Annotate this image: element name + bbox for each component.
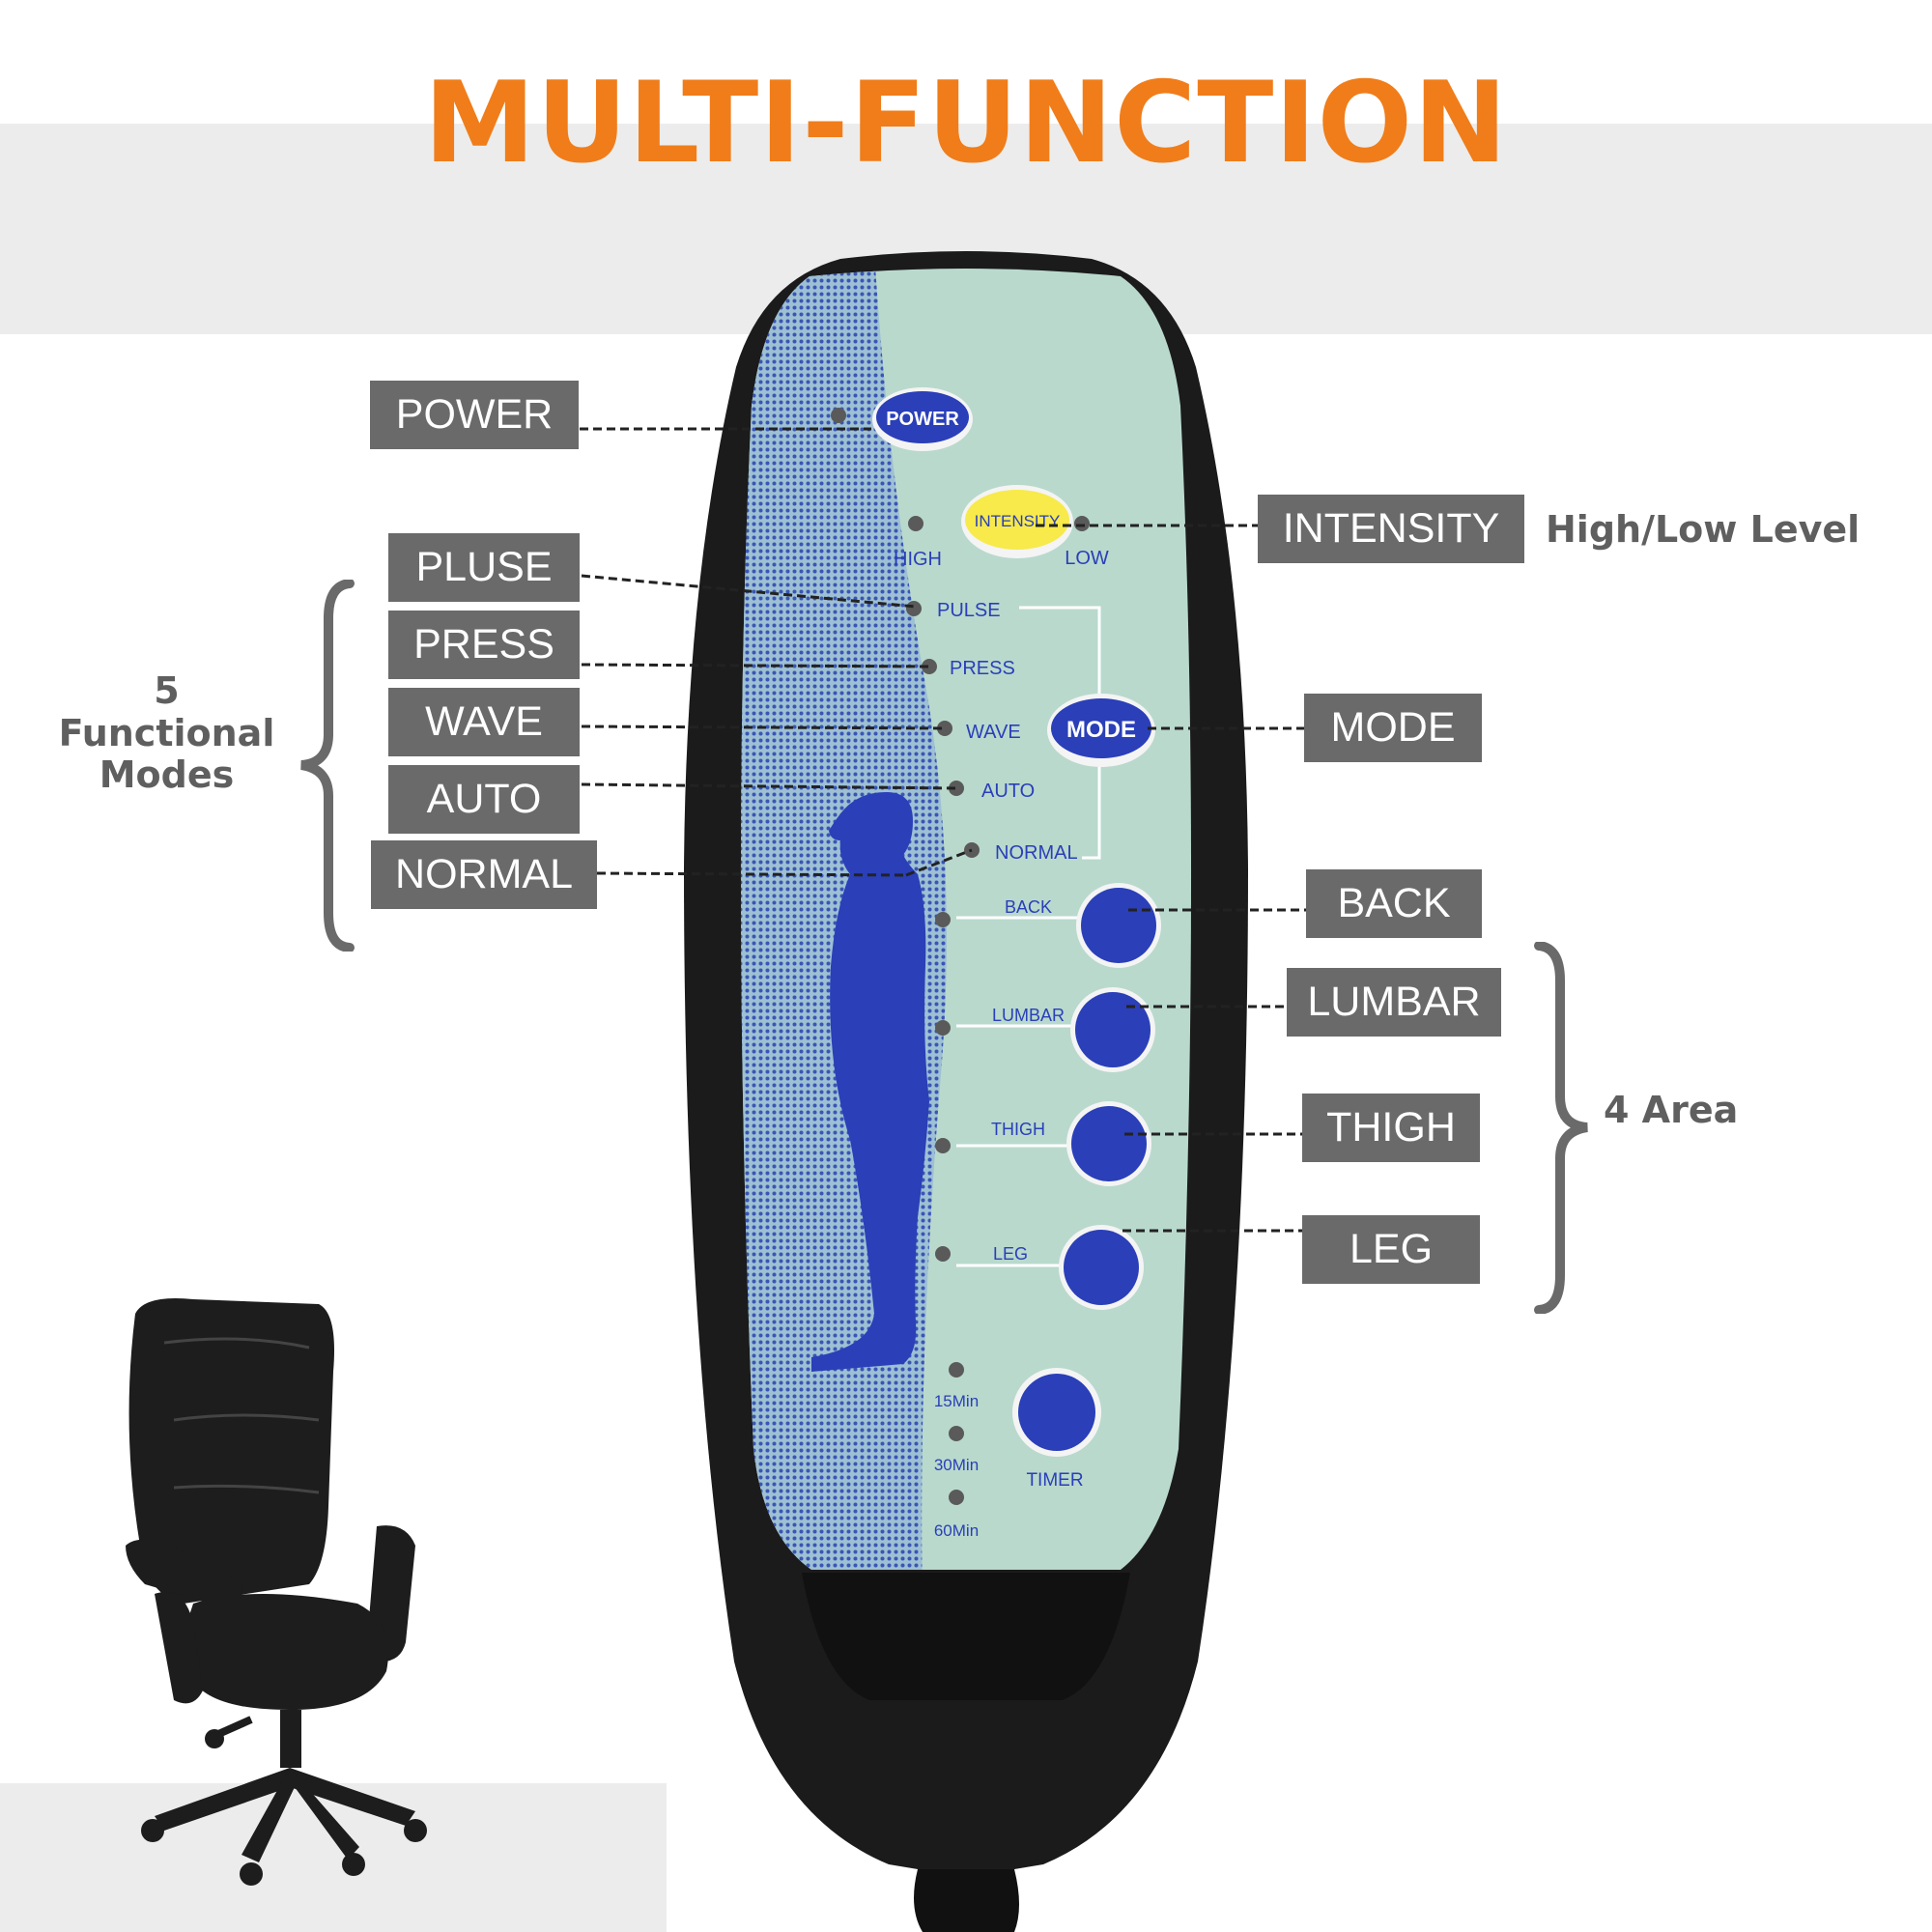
modes-note-number: 5 — [154, 669, 180, 712]
label-power: POWER — [370, 381, 579, 449]
left-brace — [300, 580, 355, 952]
label-normal: NORMAL — [371, 840, 597, 909]
timer-15-text: 15Min — [934, 1392, 979, 1410]
modes-note: 5 Functional Modes — [39, 669, 295, 797]
timer-60-text: 60Min — [934, 1521, 979, 1540]
modes-note-line2: Modes — [99, 753, 235, 797]
intensity-note: High/Low Level — [1546, 508, 1861, 551]
timer-30-text: 30Min — [934, 1456, 979, 1474]
label-back: BACK — [1306, 869, 1482, 938]
label-lumbar: LUMBAR — [1287, 968, 1501, 1037]
normal-text: NORMAL — [995, 842, 1078, 864]
power-button-text: POWER — [886, 409, 959, 430]
bottom-gray-band — [0, 1783, 667, 1932]
press-text: PRESS — [950, 658, 1015, 679]
back-text: BACK — [1005, 897, 1052, 917]
right-brace — [1534, 942, 1588, 1314]
area-note: 4 Area — [1604, 1089, 1739, 1131]
lumbar-text: LUMBAR — [992, 1006, 1065, 1025]
human-silhouette-icon — [811, 792, 929, 1372]
label-press: PRESS — [388, 611, 580, 679]
label-leg: LEG — [1302, 1215, 1480, 1284]
label-pluse: PLUSE — [388, 533, 580, 602]
thigh-text: THIGH — [991, 1120, 1045, 1139]
timer-text: TIMER — [1026, 1470, 1083, 1491]
label-wave: WAVE — [388, 688, 580, 756]
modes-note-line1: Functional — [58, 711, 275, 754]
auto-text: AUTO — [981, 781, 1035, 802]
intensity-button-text: INTENSITY — [975, 512, 1061, 530]
leg-text: LEG — [993, 1244, 1028, 1264]
office-chair-photo — [126, 1298, 427, 1886]
pulse-text: PULSE — [937, 600, 1001, 621]
low-text: LOW — [1065, 548, 1109, 569]
label-auto: AUTO — [388, 765, 580, 834]
label-thigh: THIGH — [1302, 1094, 1480, 1162]
wave-text: WAVE — [966, 722, 1021, 743]
label-mode: MODE — [1304, 694, 1482, 762]
high-text: HIGH — [894, 549, 942, 570]
mode-button-text: MODE — [1066, 717, 1136, 743]
label-intensity: INTENSITY — [1258, 495, 1524, 563]
page-title: MULTI-FUNCTION — [423, 58, 1509, 188]
